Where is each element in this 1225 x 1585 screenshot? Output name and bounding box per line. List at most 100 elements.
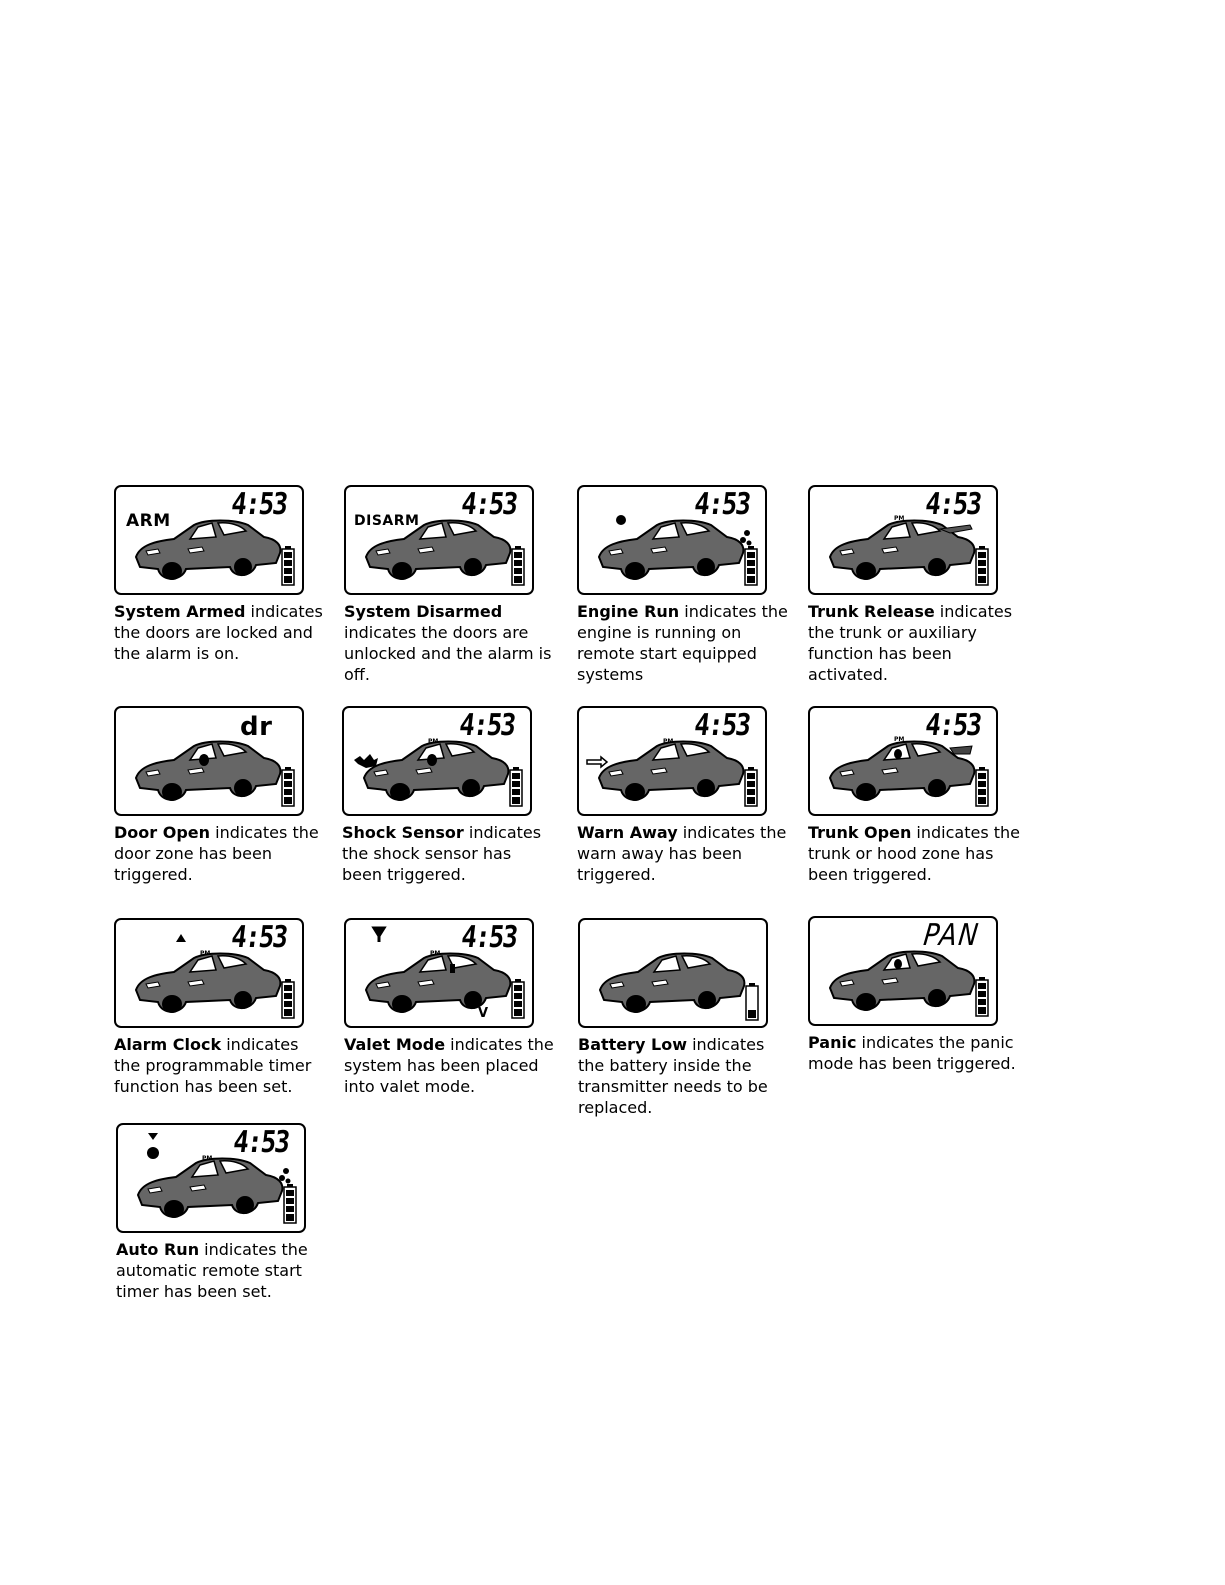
car-icon bbox=[599, 952, 759, 1021]
pm-indicator: PM bbox=[202, 1155, 213, 1162]
item-text: indicates the programmable timer functio… bbox=[114, 1035, 312, 1096]
item-description: Valet Mode indicates the system has been… bbox=[344, 1034, 558, 1097]
car-icon bbox=[829, 519, 989, 586]
lcd-display: PM 4:53 bbox=[808, 706, 998, 816]
lcd-display: DISARM PM 4:53 bbox=[344, 485, 534, 595]
lcd-display: PM 4:53 bbox=[577, 485, 767, 595]
lcd-text: ARM bbox=[126, 511, 171, 531]
lcd-display: dr bbox=[114, 706, 304, 816]
item-title: Panic bbox=[808, 1033, 857, 1052]
shock-sensor-icon bbox=[354, 754, 378, 768]
trunk-lid-icon bbox=[938, 524, 973, 534]
item-description: Door Open indicates the door zone has be… bbox=[114, 822, 328, 885]
warn-away-arrow-icon bbox=[586, 755, 609, 769]
lcd-display: PM 4:53 bbox=[808, 485, 998, 595]
item-description: Auto Run indicates the automatic remote … bbox=[116, 1239, 330, 1302]
item-title: Alarm Clock bbox=[114, 1035, 222, 1054]
item-text: indicates the doors are unlocked and the… bbox=[344, 623, 552, 684]
item-description: Alarm Clock indicates the programmable t… bbox=[114, 1034, 328, 1097]
status-item-system-disarmed: DISARM PM 4:53 System Disarmed indicates… bbox=[344, 485, 558, 685]
item-title: Valet Mode bbox=[344, 1035, 446, 1054]
car-icon bbox=[135, 740, 295, 807]
item-description: Battery Low indicates the battery inside… bbox=[578, 1034, 792, 1118]
status-item-engine-run: PM 4:53 Engine Run indicates the engine … bbox=[577, 485, 791, 685]
item-text: indicates the shock sensor has been trig… bbox=[342, 823, 542, 884]
item-title: Warn Away bbox=[577, 823, 678, 842]
valet-key-icon bbox=[450, 964, 455, 973]
pm-indicator: PM bbox=[200, 950, 211, 957]
alarm-bell-icon bbox=[176, 934, 186, 942]
item-title: System Disarmed bbox=[344, 602, 503, 621]
item-title: Trunk Release bbox=[808, 602, 935, 621]
antenna-icon bbox=[371, 926, 387, 942]
car-icon bbox=[365, 519, 525, 586]
status-item-shock-sensor: PM 4:53 Shock Sensor indicates the shock… bbox=[342, 706, 556, 885]
lcd-display: PM 4:53 bbox=[342, 706, 532, 816]
item-description: Trunk Release indicates the trunk or aux… bbox=[808, 601, 1022, 685]
item-text: indicates the doors are locked and the a… bbox=[114, 602, 323, 663]
item-title: Engine Run bbox=[577, 602, 680, 621]
status-item-warn-away: PM 4:53 Warn Away indicates the warn awa… bbox=[577, 706, 791, 885]
item-text: indicates the panic mode has been trigge… bbox=[808, 1033, 1016, 1073]
status-item-valet-mode: PM 4:53 V Valet Mode indicates the syste… bbox=[344, 918, 558, 1097]
item-title: Auto Run bbox=[116, 1240, 200, 1259]
item-description: Engine Run indicates the engine is runni… bbox=[577, 601, 791, 685]
pm-indicator: PM bbox=[894, 515, 905, 522]
lcd-display: PM 4:53 bbox=[116, 1123, 306, 1233]
item-description: Shock Sensor indicates the shock sensor … bbox=[342, 822, 556, 885]
engine-icon bbox=[616, 515, 626, 525]
item-text: indicates the automatic remote start tim… bbox=[116, 1240, 308, 1301]
item-title: System Armed bbox=[114, 602, 246, 621]
item-description: Trunk Open indicates the trunk or hood z… bbox=[808, 822, 1022, 885]
lcd-text: dr bbox=[240, 712, 273, 742]
status-item-trunk-open: PM 4:53 Trunk Open indicates the trunk o… bbox=[808, 706, 1022, 885]
lcd-display: PM 4:53 bbox=[114, 918, 304, 1028]
lcd-display: PM 4:53 V bbox=[344, 918, 534, 1028]
item-description: Panic indicates the panic mode has been … bbox=[808, 1032, 1022, 1074]
door-open-icon bbox=[199, 754, 209, 766]
lcd-text: DISARM bbox=[354, 513, 420, 529]
status-item-panic: PAN Panic indicates the panic mode has b… bbox=[808, 916, 1022, 1074]
car-icon bbox=[365, 926, 525, 1019]
car-icon bbox=[829, 950, 989, 1017]
item-description: Warn Away indicates the warn away has be… bbox=[577, 822, 791, 885]
pm-indicator: PM bbox=[894, 736, 905, 743]
status-item-trunk-release: PM 4:53 Trunk Release indicates the trun… bbox=[808, 485, 1022, 685]
status-item-battery-low: Battery Low indicates the battery inside… bbox=[578, 918, 792, 1118]
item-text: indicates the system has been placed int… bbox=[344, 1035, 554, 1096]
pm-indicator: PM bbox=[663, 738, 674, 745]
car-icon bbox=[829, 740, 989, 807]
lcd-display: PM 4:53 bbox=[577, 706, 767, 816]
pm-indicator: PM bbox=[430, 950, 441, 957]
item-title: Shock Sensor bbox=[342, 823, 464, 842]
item-text: indicates the trunk or hood zone has bee… bbox=[808, 823, 1021, 884]
item-text: indicates the trunk or auxiliary functio… bbox=[808, 602, 1013, 684]
lcd-display bbox=[578, 918, 768, 1028]
item-title: Battery Low bbox=[578, 1035, 687, 1054]
item-title: Trunk Open bbox=[808, 823, 912, 842]
pm-indicator: PM bbox=[428, 738, 439, 745]
valet-indicator: V bbox=[478, 1006, 489, 1021]
item-text: indicates the warn away has been trigger… bbox=[577, 823, 787, 884]
car-icon bbox=[586, 740, 758, 807]
status-item-system-armed: ARM PM 4:53 System Armed indicates the d… bbox=[114, 485, 328, 664]
car-icon bbox=[137, 1133, 297, 1224]
item-description: System Armed indicates the doors are loc… bbox=[114, 601, 328, 664]
car-icon bbox=[135, 519, 295, 586]
car-icon bbox=[354, 740, 523, 807]
item-title: Door Open bbox=[114, 823, 211, 842]
lcd-display: ARM PM 4:53 bbox=[114, 485, 304, 595]
car-icon bbox=[135, 934, 295, 1019]
antenna-icon bbox=[148, 1133, 158, 1140]
lcd-display: PAN bbox=[808, 916, 998, 1026]
car-icon bbox=[598, 515, 758, 586]
item-text: indicates the battery inside the transmi… bbox=[578, 1035, 768, 1117]
status-item-door-open: dr Door Open indicates the door zone has… bbox=[114, 706, 328, 885]
item-text: indicates the engine is running on remot… bbox=[577, 602, 788, 684]
item-text: indicates the door zone has been trigger… bbox=[114, 823, 319, 884]
trunk-open-icon bbox=[949, 745, 973, 755]
item-description: System Disarmed indicates the doors are … bbox=[344, 601, 558, 685]
engine-icon bbox=[147, 1147, 159, 1159]
status-item-alarm-clock: PM 4:53 Alarm Clock indicates the progra… bbox=[114, 918, 328, 1097]
status-item-auto-run: PM 4:53 Auto Run indicates the automatic… bbox=[116, 1123, 330, 1302]
